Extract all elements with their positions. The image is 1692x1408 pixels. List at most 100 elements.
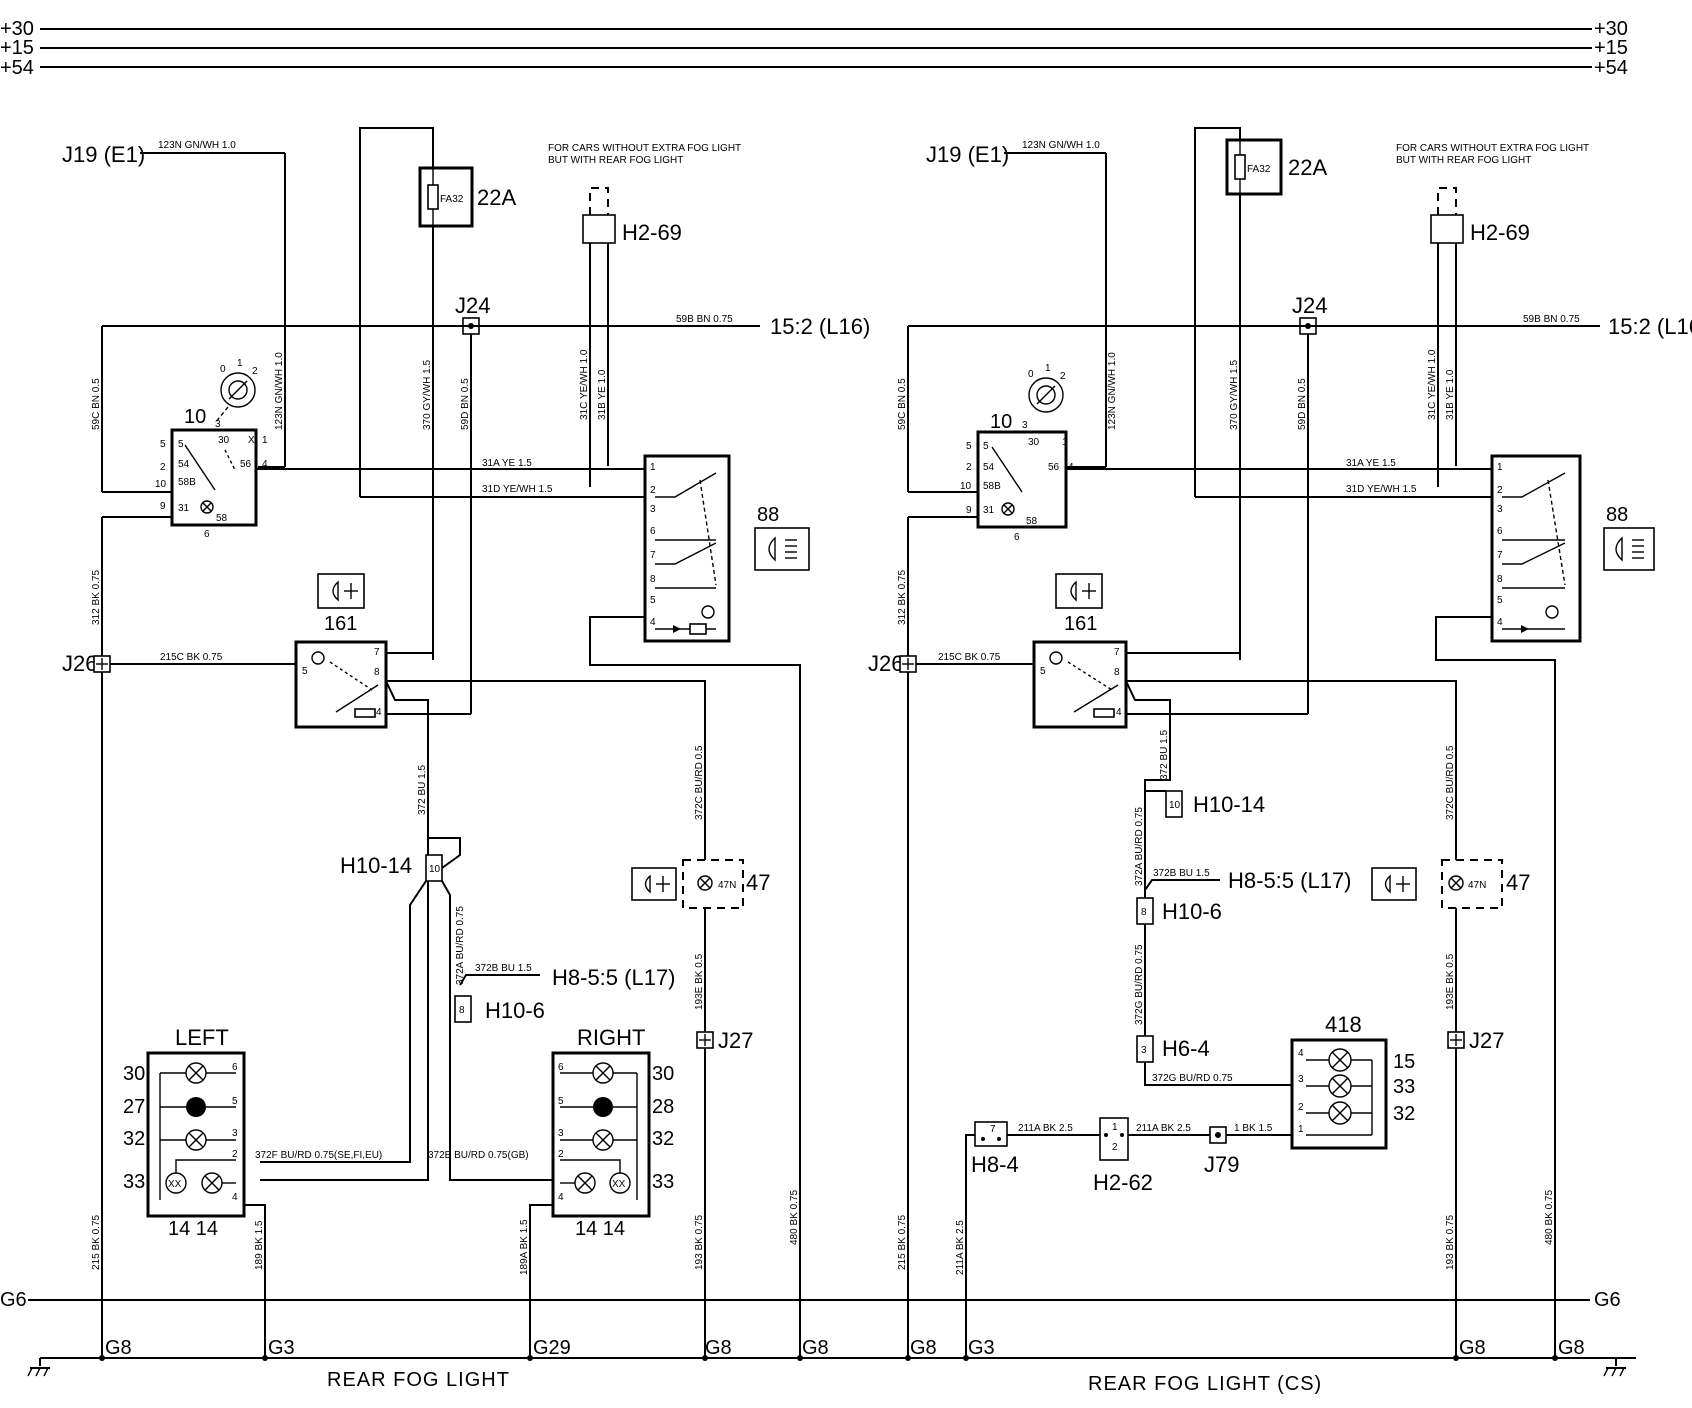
wire-193-label: 193 BK 0.75: [1445, 1215, 1456, 1270]
rail-15-label-right: +15: [1594, 37, 1628, 59]
note-line-2: BUT WITH REAR FOG LIGHT: [548, 155, 683, 166]
svg-text:7: 7: [650, 550, 656, 561]
indicator-lamp-47: 47N 47: [631, 859, 770, 909]
connector-h10-14: [1165, 790, 1183, 818]
svg-text:2: 2: [966, 462, 972, 473]
note-line-1: FOR CARS WITHOUT EXTRA FOG LIGHT: [548, 143, 741, 154]
lamp-pin-label: 27: [123, 1096, 145, 1118]
ref-l16-label: 15:2 (L16): [1608, 314, 1692, 339]
right-lamp-label: RIGHT: [577, 1025, 645, 1050]
wire-372c-label: 372C BU/RD 0.5: [1445, 745, 1456, 820]
connector-h10-6-label: H10-6: [485, 998, 545, 1023]
svg-text:56: 56: [1048, 462, 1060, 473]
rail-g6-label-left: G6: [0, 1289, 27, 1311]
wire-372b-label: 372B BU 1.5: [475, 963, 532, 974]
svg-text:5: 5: [558, 1096, 564, 1107]
wire-59d-label: 59D BN 0.5: [460, 378, 471, 430]
svg-text:1: 1: [1045, 363, 1051, 374]
svg-text:1: 1: [237, 358, 243, 369]
svg-text:5: 5: [1497, 595, 1503, 606]
junction-j24-label: J24: [455, 293, 490, 318]
wire-372g-label: 372G BU/RD 0.75: [1134, 944, 1145, 1025]
svg-text:5: 5: [1040, 666, 1046, 677]
wire-31c-label: 31C YE/WH 1.0: [1427, 349, 1438, 420]
lamp-pin-label: 30: [123, 1063, 145, 1085]
wire-123n-label: 123N GN/WH 1.0: [158, 140, 236, 151]
svg-text:4: 4: [232, 1192, 238, 1203]
ref-l16-label: 15:2 (L16): [770, 314, 870, 339]
svg-text:58B: 58B: [178, 477, 196, 488]
left-diagram: J19 (E1) 123N GN/WH 1.0 123N GN/WH 1.0 F…: [62, 127, 870, 1391]
svg-text:XX: XX: [612, 1179, 626, 1190]
svg-text:6: 6: [558, 1062, 564, 1073]
right-lamp-fourteen: 14 14: [575, 1218, 625, 1240]
lamp-pin-label: 15: [1393, 1051, 1415, 1073]
svg-text:7: 7: [1114, 647, 1120, 658]
wire-123n-vertical-label: 123N GN/WH 1.0: [274, 352, 285, 430]
wire-215c-label: 215C BK 0.75: [938, 652, 1001, 663]
wire-1bk-label: 1 BK 1.5: [1234, 1123, 1273, 1134]
svg-text:1: 1: [650, 462, 656, 473]
wire-31b-label: 31B YE 1.0: [597, 369, 608, 420]
junction-j27-label: J27: [718, 1028, 753, 1053]
wire-312-label: 312 BK 0.75: [897, 570, 908, 625]
bulb-icon: [186, 1097, 206, 1117]
left-lamp-fourteen: 14 14: [168, 1218, 218, 1240]
connector-h10-6-label: H10-6: [1162, 899, 1222, 924]
rail-g6-label-right: G6: [1594, 1289, 1621, 1311]
svg-text:10: 10: [960, 481, 972, 492]
wire-211a-label: 211A BK 2.5: [1018, 1123, 1073, 1134]
ground-g8-label: G8: [910, 1337, 937, 1359]
connector-h2-62: [1099, 1117, 1129, 1161]
fuse-label: FA32: [1247, 164, 1271, 175]
svg-text:4: 4: [1116, 707, 1122, 718]
wire-189a-label: 189A BK 1.5: [519, 1219, 530, 1275]
svg-text:4: 4: [262, 459, 268, 470]
svg-text:2: 2: [1060, 371, 1066, 382]
rail-54-label-left: +54: [0, 57, 34, 79]
rail-15-label-left: +15: [0, 37, 34, 59]
note-line-2: BUT WITH REAR FOG LIGHT: [1396, 155, 1531, 166]
wire-31a-label: 31A YE 1.5: [1346, 458, 1396, 469]
wire-480-label: 480 BK 0.75: [789, 1190, 800, 1245]
svg-text:8: 8: [650, 574, 656, 585]
svg-text:30: 30: [1028, 437, 1040, 448]
bulb-icon: [593, 1097, 613, 1117]
svg-text:3: 3: [1141, 1045, 1147, 1056]
lamp-pin-label: 32: [123, 1128, 145, 1150]
ground-g8-label: G8: [802, 1337, 829, 1359]
left-lamp-label: LEFT: [175, 1025, 229, 1050]
svg-text:1: 1: [1298, 1124, 1304, 1135]
connector-j19-label: J19 (E1): [926, 142, 1009, 167]
svg-text:10: 10: [429, 864, 441, 875]
svg-text:4: 4: [376, 707, 382, 718]
connector-h2-69: [1430, 214, 1464, 244]
svg-text:5: 5: [966, 441, 972, 452]
svg-text:58: 58: [1026, 516, 1038, 527]
svg-text:30: 30: [218, 435, 230, 446]
lamp-pin-label: 32: [652, 1128, 674, 1150]
diagram-title-left: REAR FOG LIGHT: [327, 1369, 510, 1391]
svg-text:4: 4: [558, 1192, 564, 1203]
connector-h2-62-label: H2-62: [1093, 1170, 1153, 1195]
svg-text:10: 10: [155, 479, 167, 490]
svg-text:5: 5: [302, 666, 308, 677]
connector-h8-5-label: H8-5:5 (L17): [1228, 868, 1352, 893]
connector-h6-4-label: H6-4: [1162, 1036, 1210, 1061]
connector-h10-14-label: H10-14: [1193, 792, 1265, 817]
svg-text:2: 2: [1497, 485, 1503, 496]
svg-text:5: 5: [178, 439, 184, 450]
lamp-pin-label: 30: [652, 1063, 674, 1085]
svg-text:8: 8: [459, 1005, 465, 1016]
relay-161-label: 161: [1064, 613, 1097, 635]
wire-59b-label: 59B BN 0.75: [1523, 314, 1580, 325]
wire-59b-label: 59B BN 0.75: [676, 314, 733, 325]
junction-j26-label: J26: [62, 651, 97, 676]
wire-372c-label: 372C BU/RD 0.5: [694, 745, 705, 820]
rear-fog-switch-88: 123 678 54 88: [643, 454, 810, 643]
